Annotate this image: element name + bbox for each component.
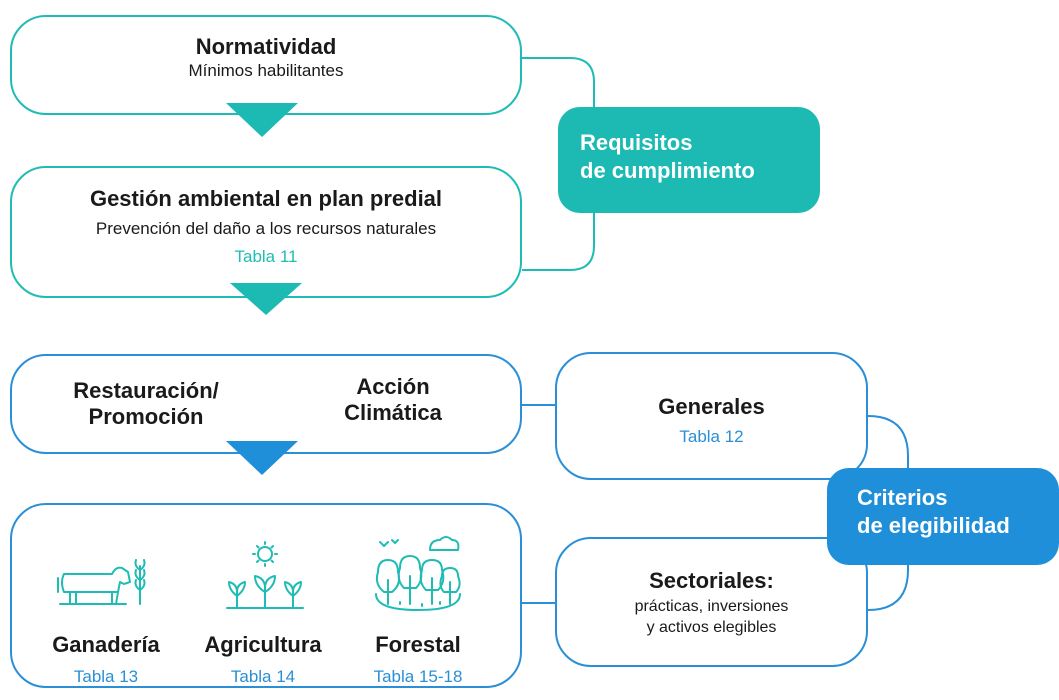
requisitos-label: Requisitos de cumplimiento: [558, 107, 820, 213]
agriculture-icon: [226, 541, 304, 609]
criterios-label-line2: de elegibilidad: [857, 513, 1010, 538]
gestion-title: Gestión ambiental en plan predial: [89, 186, 443, 211]
objetivos-box: Restauración/ Promoción Acción Climática: [10, 354, 522, 454]
requisitos-label-line1: Requisitos: [580, 130, 693, 155]
requisitos-label-line2: de cumplimiento: [580, 158, 755, 183]
sectoriales-line1: prácticas, inversiones: [634, 598, 789, 615]
normatividad-title: Normatividad: [195, 34, 337, 59]
sector-agricultura-ref[interactable]: Tabla 14: [230, 667, 296, 686]
gestion-subtitle: Prevención del daño a los recursos natur…: [95, 219, 437, 238]
generales-box: Generales Tabla 12: [555, 352, 868, 480]
restauracion-promocion-label: Restauración/ Promoción: [73, 378, 219, 429]
generales-table-ref[interactable]: Tabla 12: [679, 427, 744, 446]
gestion-table-ref[interactable]: Tabla 11: [234, 247, 298, 266]
sectores-box: [10, 503, 522, 688]
criterios-label: Criterios de elegibilidad: [827, 468, 1059, 565]
down-arrow-icon: [230, 283, 302, 315]
sectoriales-title: Sectoriales:: [649, 568, 774, 593]
down-arrow-icon: [226, 103, 298, 137]
down-arrow-icon: [226, 441, 298, 475]
sectoriales-line2: y activos elegibles: [646, 619, 777, 636]
normatividad-box: Normatividad Mínimos habilitantes: [10, 15, 522, 115]
generales-title: Generales: [658, 394, 765, 419]
forest-icon: [375, 536, 461, 611]
gestion-box: Gestión ambiental en plan predial Preven…: [10, 166, 522, 298]
sectoriales-box: Sectoriales: prácticas, inversiones y ac…: [555, 537, 868, 667]
normatividad-subtitle: Mínimos habilitantes: [188, 61, 344, 80]
sector-forestal-name: Forestal: [375, 632, 461, 657]
livestock-icon: [57, 559, 146, 605]
sector-forestal-ref[interactable]: Tabla 15-18: [373, 667, 463, 686]
sector-agricultura-name: Agricultura: [204, 632, 322, 657]
criterios-label-line1: Criterios: [857, 485, 948, 510]
accion-climatica-label: Acción Climática: [344, 374, 442, 425]
sector-ganaderia-ref[interactable]: Tabla 13: [73, 667, 139, 686]
sector-ganaderia-name: Ganadería: [52, 632, 160, 657]
